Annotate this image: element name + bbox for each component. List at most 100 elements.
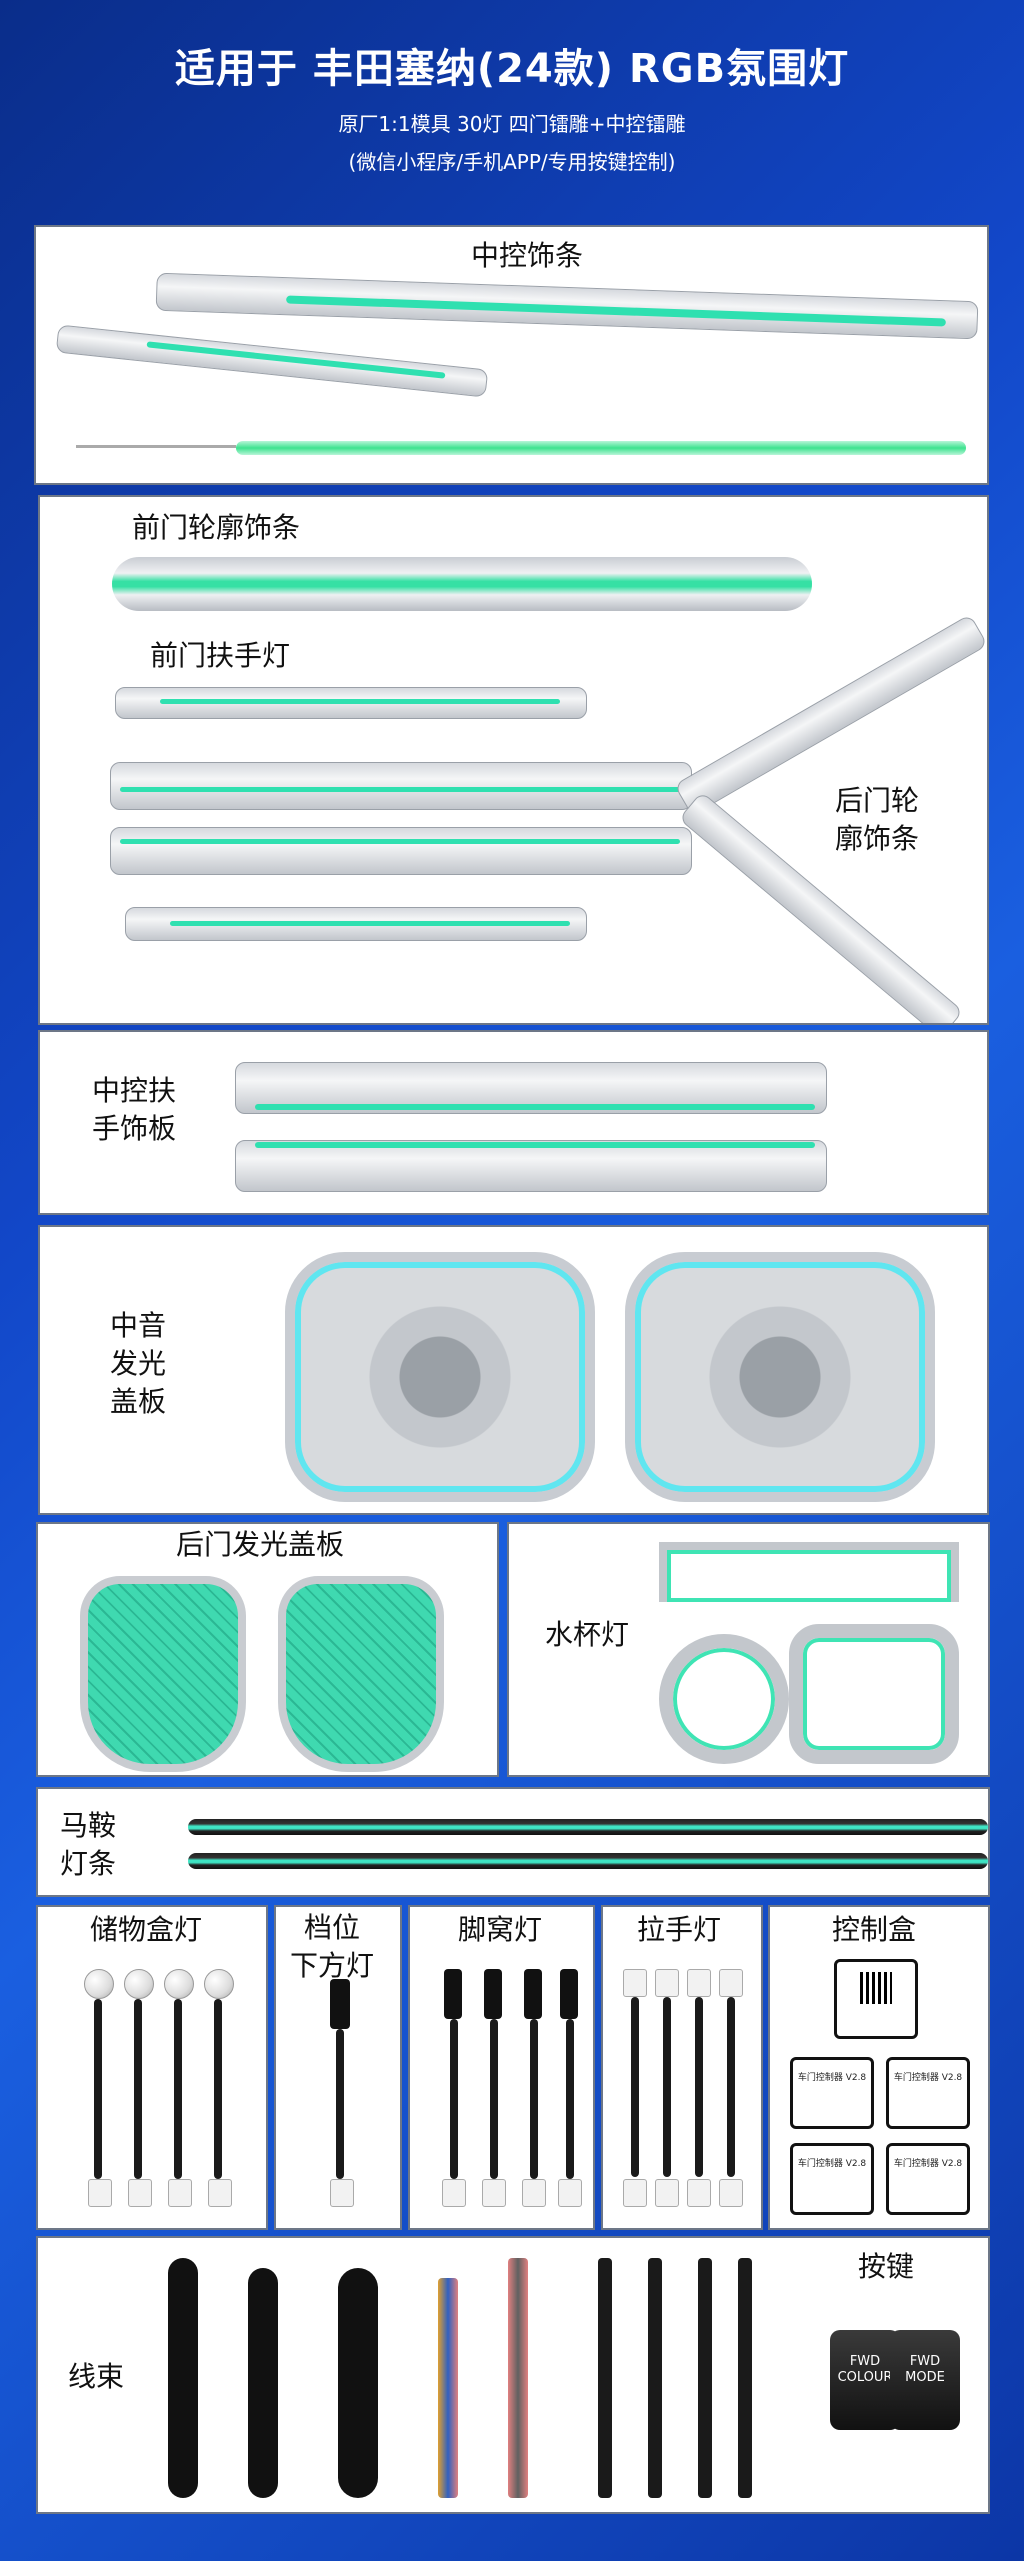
footwell-plug-3 [522, 2179, 546, 2207]
label-pull-handle: 拉手灯 [637, 1913, 722, 1946]
label-front-door-outline: 前门轮廓饰条 [132, 511, 301, 544]
center-armrest-light-2 [255, 1142, 815, 1148]
control-box-unit-3: 车门控制器 V2.8 [790, 2143, 874, 2215]
panel-center-trim: 中控饰条 [34, 225, 989, 485]
footwell-wire-1 [450, 2019, 458, 2179]
button-mode: FWD MODE [890, 2330, 960, 2430]
front-door-outline-image [112, 557, 812, 611]
storage-plug-2 [128, 2179, 152, 2207]
footwell-plug-1 [442, 2179, 466, 2207]
panel-harness: 线束 按键 FWD COLOUR FWD MODE [36, 2236, 990, 2514]
label-center-trim: 中控饰条 [471, 239, 584, 272]
panel-center-armrest: 中控扶 手饰板 [38, 1030, 989, 1215]
subtitle-control: (微信小程序/手机APP/专用按键控制) [348, 150, 676, 174]
panel-gear-lower: 档位 下方灯 [274, 1905, 402, 2230]
label-gear-lower: 档位 下方灯 [290, 1911, 375, 1982]
storage-light-4 [204, 1969, 234, 1999]
harness-5 [508, 2258, 528, 2498]
rear-door-cover-right-image [278, 1576, 444, 1772]
cup-holder-top-image [659, 1542, 959, 1602]
center-trim-wire [236, 441, 966, 455]
center-trim-left-image [55, 324, 489, 398]
gear-wire [336, 2029, 344, 2179]
label-front-door-armrest: 前门扶手灯 [150, 639, 291, 672]
harness-8 [698, 2258, 712, 2498]
footwell-plug-4 [558, 2179, 582, 2207]
rear-door-outline-light-2 [120, 839, 680, 844]
handle-top-4 [719, 1969, 743, 1997]
label-center-armrest-panel: 中控扶 手饰板 [92, 1074, 177, 1145]
button-colour: FWD COLOUR [830, 2330, 900, 2430]
front-door-armrest-light [160, 699, 560, 704]
rear-door-outline-image-2 [110, 827, 692, 875]
handle-top-2 [655, 1969, 679, 1997]
panel-saddle-strip: 马鞍 灯条 [36, 1787, 990, 1897]
cup-holder-ring-right [789, 1624, 959, 1764]
storage-plug-3 [168, 2179, 192, 2207]
storage-wire-1 [94, 1999, 102, 2179]
control-box-unit-4: 车门控制器 V2.8 [886, 2143, 970, 2215]
saddle-strip-wire-2 [188, 1853, 988, 1869]
footwell-conn-1 [444, 1969, 462, 2019]
subtitle-specs: 原厂1:1模具 30灯 四门镭雕+中控镭雕 [338, 112, 686, 136]
cup-holder-ring-left [659, 1634, 789, 1764]
panel-mid-speaker: 中音 发光 盖板 [38, 1225, 989, 1515]
handle-plug-3 [687, 2179, 711, 2207]
handle-top-1 [623, 1969, 647, 1997]
label-cup-holder: 水杯灯 [545, 1618, 630, 1651]
handle-wire-3 [695, 1997, 703, 2177]
storage-light-2 [124, 1969, 154, 1999]
label-mid-speaker-cover: 中音 发光 盖板 [110, 1309, 167, 1418]
label-footwell: 脚窝灯 [458, 1913, 543, 1946]
panel-footwell: 脚窝灯 [408, 1905, 595, 2230]
panel-control-box: 控制盒 车门控制器 V2.8 车门控制器 V2.8 车门控制器 V2.8 车门控… [768, 1905, 990, 2230]
page-title: 适用于 丰田塞纳(24款) RGB氛围灯 [174, 46, 850, 92]
handle-plug-2 [655, 2179, 679, 2207]
rear-door-curve-1 [673, 613, 987, 817]
storage-wire-4 [214, 1999, 222, 2179]
harness-2 [248, 2268, 278, 2498]
handle-wire-1 [631, 1997, 639, 2177]
harness-9 [738, 2258, 752, 2498]
rear-door-outline-light-1 [120, 787, 680, 792]
center-trim-lead [76, 445, 236, 448]
storage-wire-3 [174, 1999, 182, 2179]
handle-wire-2 [663, 1997, 671, 2177]
center-armrest-light-1 [255, 1104, 815, 1110]
footwell-conn-4 [560, 1969, 578, 2019]
label-rear-door-cover: 后门发光盖板 [176, 1528, 345, 1561]
handle-plug-1 [623, 2179, 647, 2207]
label-saddle-strip: 马鞍 灯条 [60, 1809, 117, 1880]
mid-speaker-left-image [285, 1252, 595, 1502]
front-door-armrest-light-2 [170, 921, 570, 926]
harness-7 [648, 2258, 662, 2498]
panel-pull-handle: 拉手灯 [601, 1905, 763, 2230]
rear-door-outline-image-1 [110, 762, 692, 810]
footwell-wire-2 [490, 2019, 498, 2179]
center-armrest-image-2 [235, 1140, 827, 1192]
qr-code-icon [860, 1972, 892, 2004]
label-harness: 线束 [68, 2360, 125, 2393]
handle-plug-4 [719, 2179, 743, 2207]
label-control-box: 控制盒 [832, 1913, 917, 1946]
harness-6 [598, 2258, 612, 2498]
rear-door-cover-left-image [80, 1576, 246, 1772]
label-button: 按键 [858, 2250, 915, 2283]
handle-wire-4 [727, 1997, 735, 2177]
storage-plug-4 [208, 2179, 232, 2207]
label-rear-door-outline: 后门轮 廓饰条 [835, 784, 920, 855]
footwell-conn-2 [484, 1969, 502, 2019]
mid-speaker-right-image [625, 1252, 935, 1502]
control-box-unit-1: 车门控制器 V2.8 [790, 2057, 874, 2129]
storage-light-3 [164, 1969, 194, 1999]
storage-plug-1 [88, 2179, 112, 2207]
footwell-wire-3 [530, 2019, 538, 2179]
control-box-qr [834, 1959, 918, 2039]
panel-storage-box: 储物盒灯 [36, 1905, 268, 2230]
harness-3 [338, 2268, 378, 2498]
footwell-plug-2 [482, 2179, 506, 2207]
saddle-strip-wire-1 [188, 1819, 988, 1835]
gear-connector [330, 1979, 350, 2029]
rear-door-curve-2 [678, 791, 964, 1023]
panel-cup-holder: 水杯灯 [507, 1522, 990, 1777]
